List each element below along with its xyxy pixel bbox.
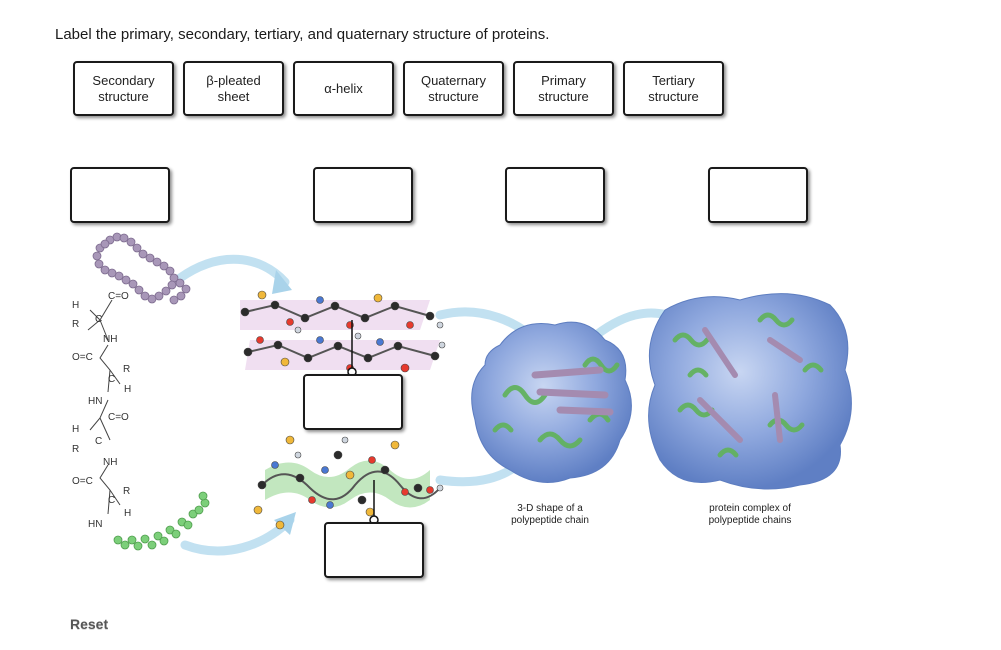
svg-text:H: H [72, 424, 79, 435]
svg-text:H: H [124, 508, 131, 519]
drop-target-alpha-helix[interactable] [324, 522, 424, 578]
svg-text:R: R [123, 364, 130, 375]
drop-target-secondary[interactable] [313, 167, 413, 223]
svg-text:R: R [72, 444, 79, 455]
label-chip-alpha-helix[interactable]: α-helix [293, 61, 394, 116]
label-chip-tertiary-structure[interactable]: Tertiary structure [623, 61, 724, 116]
svg-text:R: R [123, 486, 130, 497]
tertiary-caption: 3-D shape of a polypeptide chain [511, 503, 589, 526]
svg-text:NH: NH [103, 457, 117, 468]
label-chip-secondary-structure[interactable]: Secondary structure [73, 61, 174, 116]
primary-chain-beads [92, 232, 191, 305]
svg-text:C=O: C=O [108, 291, 129, 302]
alpha-helix-model [253, 435, 444, 530]
svg-text:H: H [124, 384, 131, 395]
svg-text:C: C [95, 436, 102, 447]
svg-text:O=C: O=C [72, 476, 93, 487]
drop-target-beta-sheet[interactable] [303, 374, 403, 430]
drop-target-quaternary[interactable] [708, 167, 808, 223]
quaternary-caption: protein complex of polypeptide chains [708, 503, 792, 526]
quaternary-structure-model [648, 293, 852, 490]
backbone-atom-labels: C=O H C R NH O=C R C H HN C=O H C R NH O… [72, 291, 131, 530]
label-chip-primary-structure[interactable]: Primary structure [513, 61, 614, 116]
helix-chain-beads [113, 491, 210, 551]
svg-text:O=C: O=C [72, 352, 93, 363]
svg-text:C: C [108, 374, 115, 385]
svg-text:H: H [72, 300, 79, 311]
svg-text:HN: HN [88, 519, 102, 530]
label-chip-beta-pleated-sheet[interactable]: β-pleated sheet [183, 61, 284, 116]
svg-text:NH: NH [103, 334, 117, 345]
beta-sheet-model [240, 290, 446, 373]
svg-text:C: C [95, 314, 102, 325]
svg-text:R: R [72, 319, 79, 330]
tertiary-structure-model [471, 321, 632, 483]
svg-text:C=O: C=O [108, 412, 129, 423]
drop-target-primary[interactable] [70, 167, 170, 223]
drop-target-tertiary[interactable] [505, 167, 605, 223]
label-chip-quaternary-structure[interactable]: Quaternary structure [403, 61, 504, 116]
peptide-backbone [87, 299, 121, 515]
svg-text:HN: HN [88, 396, 102, 407]
instruction-text: Label the primary, secondary, tertiary, … [55, 26, 550, 43]
reset-button[interactable]: Reset [70, 616, 109, 632]
svg-text:C: C [108, 495, 115, 506]
